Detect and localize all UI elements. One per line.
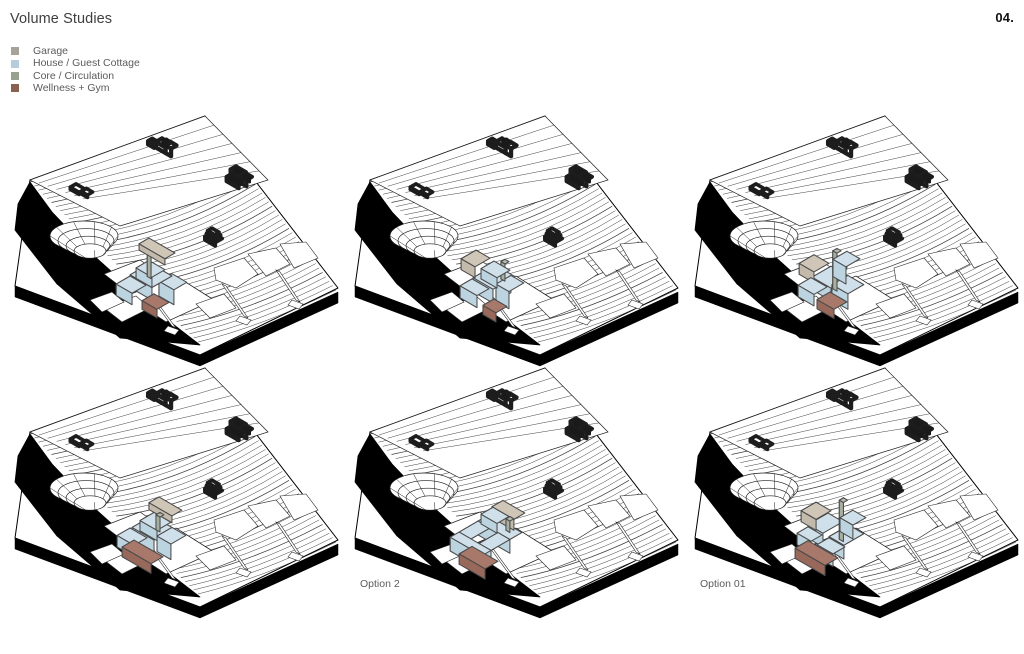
legend-swatch-house [11,59,19,68]
page-title: Volume Studies [10,11,113,27]
axonometric-site-model [694,367,1019,619]
massing-volumes [459,249,525,323]
legend-item-garage: Garage [11,45,271,57]
study-diagram-4 [0,360,341,619]
massing-volumes [115,237,188,319]
legend: Garage House / Guest Cottage Core / Circ… [11,45,271,95]
axonometric-site-model [354,115,679,367]
legend-label-house: House / Guest Cottage [33,57,140,70]
legend-label-core: Core / Circulation [33,69,115,82]
massing-volumes [794,497,867,577]
massing-volumes [116,496,187,574]
caption-study-6: Option 01 [700,578,746,590]
axonometric-site-model [14,367,339,619]
legend-swatch-core [11,71,19,80]
study-diagram-6 [680,360,1021,619]
study-diagram-1 [0,108,341,367]
legend-label-wellness: Wellness + Gym [33,82,110,95]
study-diagram-3 [680,108,1021,367]
legend-item-core: Core / Circulation [11,70,271,82]
legend-swatch-garage [11,47,19,56]
massing-volumes [797,247,865,320]
axonometric-site-model [14,115,339,367]
caption-study-5: Option 2 [360,578,400,590]
study-diagram-2 [340,108,681,367]
massing-volumes [449,499,526,580]
page-number: 04. [995,10,1014,25]
legend-item-wellness: Wellness + Gym [11,82,271,94]
study-diagram-5 [340,360,681,619]
legend-item-house: House / Guest Cottage [11,57,271,69]
legend-label-garage: Garage [33,45,69,57]
axonometric-site-model [694,115,1019,367]
legend-swatch-wellness [11,84,19,93]
axonometric-site-model [354,367,679,619]
